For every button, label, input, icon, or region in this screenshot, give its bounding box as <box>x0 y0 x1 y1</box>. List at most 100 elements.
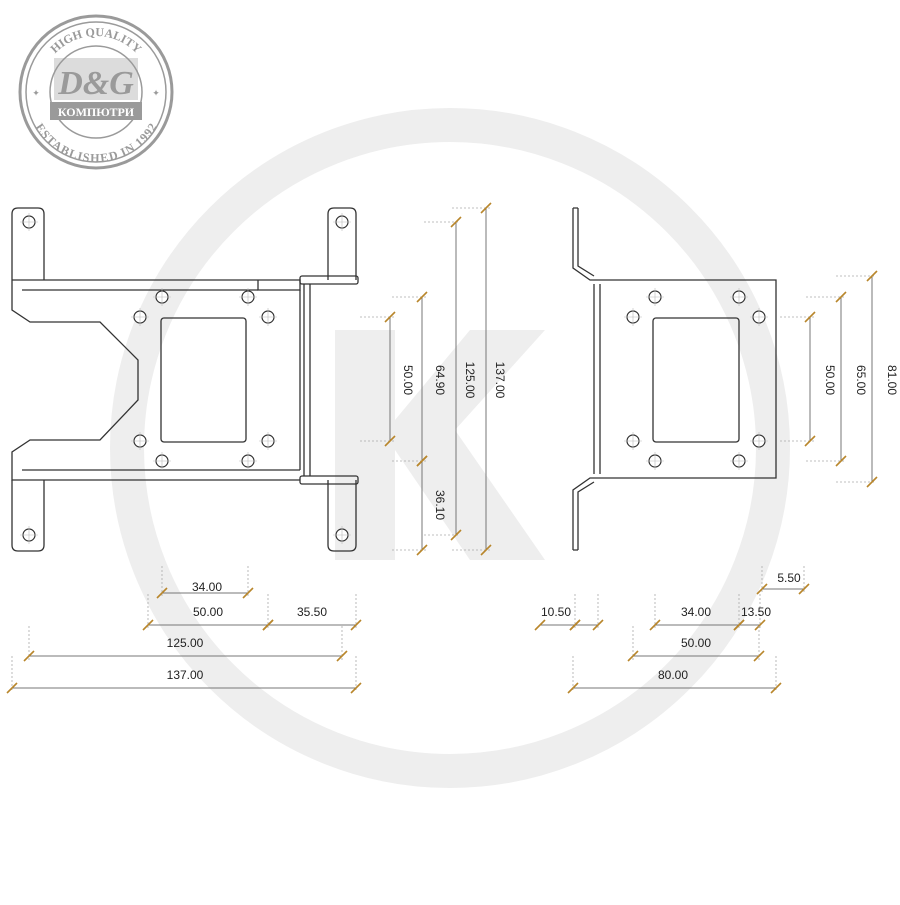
hole-centerline <box>730 452 748 470</box>
hole-centerline <box>750 432 768 450</box>
front-flange-edge <box>303 284 311 476</box>
front-tab-bottom-right <box>327 480 357 552</box>
dimension-tick <box>592 619 604 631</box>
dim-front-v-50: 50.00 <box>401 365 415 395</box>
dimension-tick <box>416 544 428 556</box>
dimension-tick <box>866 476 878 488</box>
logo-brand: D&G <box>57 65 134 102</box>
hole-centerline <box>333 213 351 231</box>
dim-front-v-125: 125.00 <box>463 362 477 399</box>
dimension-tick <box>866 270 878 282</box>
front-body-outline <box>11 280 300 481</box>
dimension-tick <box>569 619 581 631</box>
dimension-tick <box>450 529 462 541</box>
dim-side-h-34: 34.00 <box>681 605 711 619</box>
dim-side-v-50: 50.00 <box>823 365 837 395</box>
side-window <box>652 317 740 443</box>
dimension-tick <box>770 682 782 694</box>
hole-centerline <box>624 308 642 326</box>
dimension-labels: 50.00 64.90 125.00 137.00 36.10 34.00 50… <box>167 362 899 682</box>
front-flange-top <box>299 275 359 285</box>
dimension-tick <box>416 455 428 467</box>
dim-front-h-35-50: 35.50 <box>297 605 327 619</box>
watermark-ring <box>110 108 790 788</box>
dimension-tick <box>480 544 492 556</box>
hole-centerline <box>239 452 257 470</box>
dimension-tick <box>534 619 546 631</box>
front-view-bracket <box>11 207 359 552</box>
dimension-tick <box>142 619 154 631</box>
dimension-tick <box>156 587 168 599</box>
dim-front-h-34: 34.00 <box>192 580 222 594</box>
hole-centerline <box>131 308 149 326</box>
svg-text:✦: ✦ <box>152 88 160 98</box>
dimension-tick <box>480 202 492 214</box>
dim-front-h-50: 50.00 <box>193 605 223 619</box>
dimension-lines <box>6 202 878 694</box>
logo-seal: HIGH QUALITY ESTABLISHED IN 1992 D&G КОМ… <box>18 14 174 170</box>
dimension-tick <box>350 619 362 631</box>
dimension-tick <box>384 311 396 323</box>
dimension-tick <box>242 587 254 599</box>
hole-centerline <box>20 213 38 231</box>
hole-centerline <box>333 526 351 544</box>
dim-side-v-65: 65.00 <box>854 365 868 395</box>
dim-side-h-10-50: 10.50 <box>541 605 571 619</box>
hole-centerline <box>646 288 664 306</box>
mounting-holes <box>20 213 768 544</box>
front-flange-bottom <box>299 475 359 485</box>
dimension-tick <box>798 583 810 595</box>
hole-centerline <box>20 526 38 544</box>
dim-side-h-5-50: 5.50 <box>777 571 801 585</box>
dim-front-v-36-10: 36.10 <box>433 490 447 520</box>
dim-side-h-80: 80.00 <box>658 668 688 682</box>
front-window <box>160 317 247 443</box>
dimension-tick <box>756 583 768 595</box>
dimension-tick <box>804 311 816 323</box>
side-bracket-bend <box>577 208 595 550</box>
dimension-tick <box>804 435 816 447</box>
hole-centerline <box>239 288 257 306</box>
hole-centerline <box>131 432 149 450</box>
watermark <box>110 108 790 788</box>
dimension-tick <box>350 682 362 694</box>
dimension-tick <box>450 216 462 228</box>
dimension-tick <box>754 619 766 631</box>
dimension-tick <box>336 650 348 662</box>
dimension-tick <box>567 682 579 694</box>
dimension-tick <box>649 619 661 631</box>
side-flange-edge <box>593 284 601 474</box>
side-view-bracket <box>572 207 777 551</box>
svg-text:✦: ✦ <box>32 88 40 98</box>
hole-centerline <box>153 288 171 306</box>
dimension-tick <box>23 650 35 662</box>
hole-centerline <box>259 308 277 326</box>
hole-centerline <box>624 432 642 450</box>
hole-centerline <box>646 452 664 470</box>
front-tab-top-left <box>11 207 45 280</box>
dimension-tick <box>627 650 639 662</box>
dim-front-h-137: 137.00 <box>167 668 204 682</box>
dimension-tick <box>733 619 745 631</box>
dimension-tick <box>262 619 274 631</box>
watermark-k-logo <box>335 330 545 560</box>
dim-side-v-81: 81.00 <box>885 365 899 395</box>
side-bracket-ends <box>573 207 578 551</box>
dimension-tick <box>753 650 765 662</box>
dim-side-h-50: 50.00 <box>681 636 711 650</box>
dim-side-h-13-50: 13.50 <box>741 605 771 619</box>
dimension-tick <box>835 291 847 303</box>
dimension-tick <box>416 291 428 303</box>
hole-centerline <box>153 452 171 470</box>
dimension-tick <box>384 435 396 447</box>
front-tab-bottom-left <box>11 480 45 552</box>
hole-centerline <box>730 288 748 306</box>
hole-centerline <box>750 308 768 326</box>
logo-sub: КОМПЮТРИ <box>58 105 135 119</box>
dim-front-h-125: 125.00 <box>167 636 204 650</box>
dimension-tick <box>835 455 847 467</box>
dim-front-v-64-90: 64.90 <box>433 365 447 395</box>
side-bracket-outline <box>572 208 777 550</box>
